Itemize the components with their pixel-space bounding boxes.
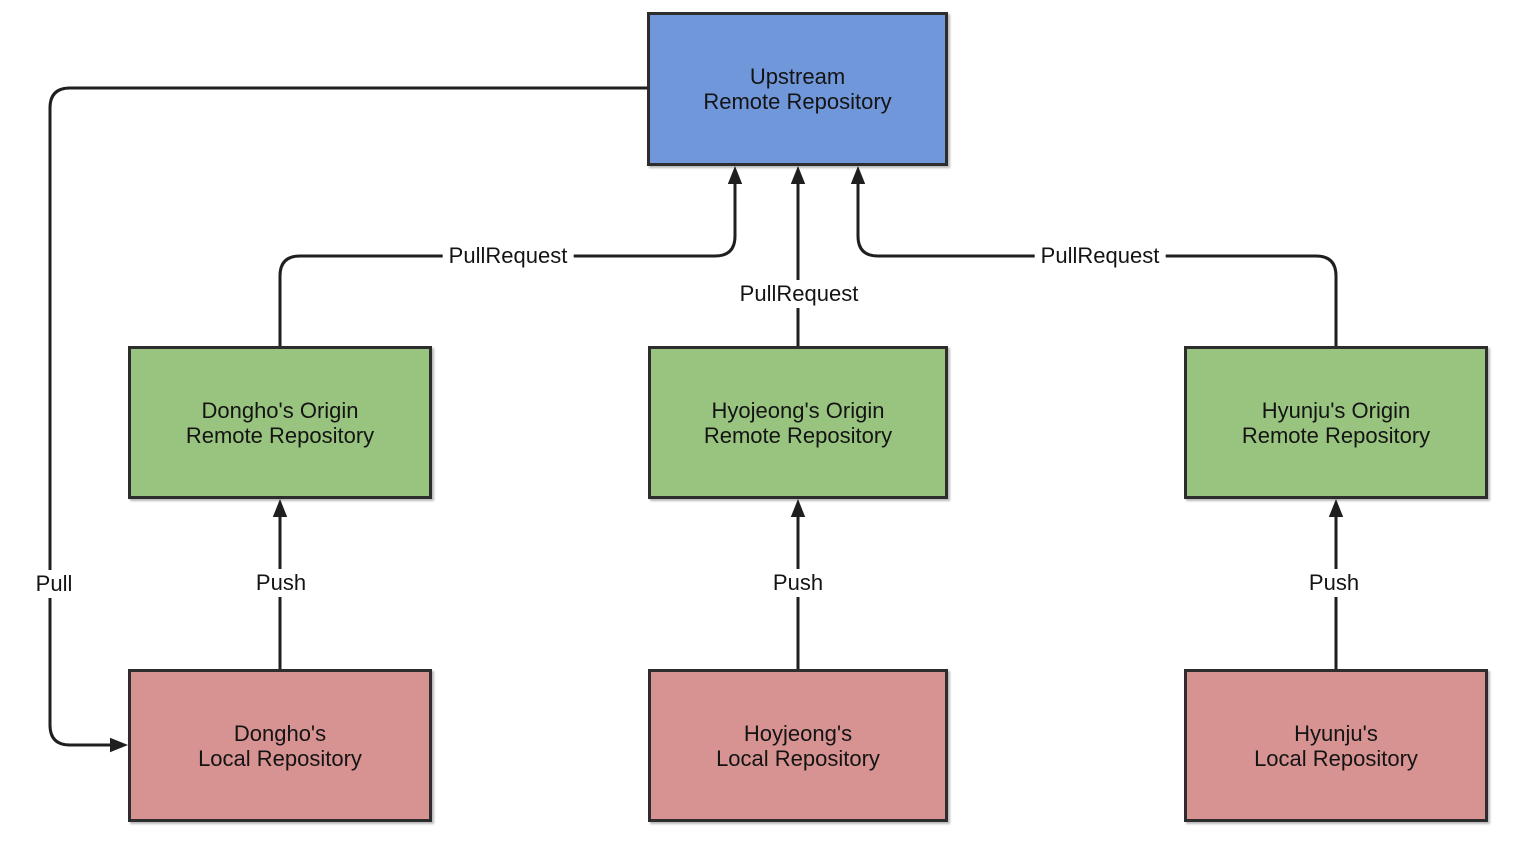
node-hyojeong-origin-remote-repository: Hyojeong's Origin Remote Repository [648, 346, 948, 499]
node-hyunju-origin-remote-repository: Hyunju's Origin Remote Repository [1184, 346, 1488, 499]
edge-label-push-hyojeong: Push [766, 569, 830, 597]
edge-label-push-hyunju: Push [1302, 569, 1366, 597]
edge-label-pull: Pull [29, 570, 79, 598]
node-upstream-remote-repository: Upstream Remote Repository [647, 12, 948, 166]
edge-label-pullrequest-hyojeong: PullRequest [733, 280, 865, 308]
node-hoyjeong-local-repository: Hoyjeong's Local Repository [648, 669, 948, 822]
edge-pull-arrow [48, 86, 647, 753]
edge-label-pullrequest-dongho: PullRequest [442, 242, 574, 270]
node-hyunju-local-repository: Hyunju's Local Repository [1184, 669, 1488, 822]
edge-label-pullrequest-hyunju: PullRequest [1034, 242, 1166, 270]
node-dongho-origin-remote-repository: Dongho's Origin Remote Repository [128, 346, 432, 499]
node-dongho-local-repository: Dongho's Local Repository [128, 669, 432, 822]
edge-label-push-dongho: Push [249, 569, 313, 597]
